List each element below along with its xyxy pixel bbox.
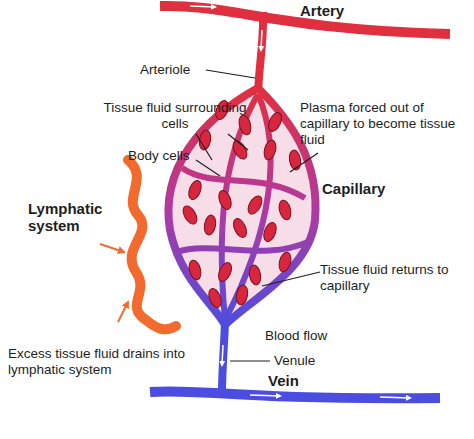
body-cells (180, 99, 302, 310)
arteriole (258, 12, 263, 94)
body-cell (180, 204, 200, 227)
part-label: Body cells (128, 148, 203, 164)
part-heading: Lymphatic system (28, 200, 118, 234)
part-label: Blood flow (265, 328, 355, 344)
body-cell (262, 139, 278, 161)
body-cell (248, 264, 262, 286)
part-label: Excess tissue fluid drains into lymphati… (8, 346, 208, 378)
body-cell (266, 111, 284, 134)
body-cell (231, 217, 249, 240)
body-cell (277, 251, 293, 273)
body-cell (277, 199, 293, 221)
capillary-network (176, 94, 308, 320)
body-cell (203, 214, 217, 236)
part-label: Venule (274, 353, 344, 369)
capillary-bed (168, 88, 315, 325)
body-cell (206, 287, 223, 310)
body-cell (186, 179, 203, 202)
vein (150, 391, 440, 398)
body-cell (187, 259, 203, 281)
body-cell (216, 189, 233, 212)
part-heading: Capillary (322, 180, 412, 197)
body-cell (261, 221, 278, 244)
body-cell (216, 261, 234, 284)
part-heading: Vein (268, 372, 328, 389)
part-label: Tissue fluid returns to capillary (320, 262, 470, 294)
part-label: Tissue fluid surrounding cells (100, 100, 250, 132)
venule (222, 322, 225, 394)
body-cell (230, 139, 250, 162)
part-label: Arteriole (140, 62, 210, 78)
drain-arrows (100, 244, 128, 322)
body-cell (245, 194, 265, 217)
part-label: Plasma forced out of capillary to become… (300, 100, 470, 148)
body-cell (237, 114, 253, 136)
flow-arrows (190, 6, 410, 398)
body-cell (235, 284, 249, 306)
body-cell (288, 149, 302, 171)
lymphatic-vessel (128, 160, 176, 329)
part-heading: Artery (300, 2, 380, 19)
